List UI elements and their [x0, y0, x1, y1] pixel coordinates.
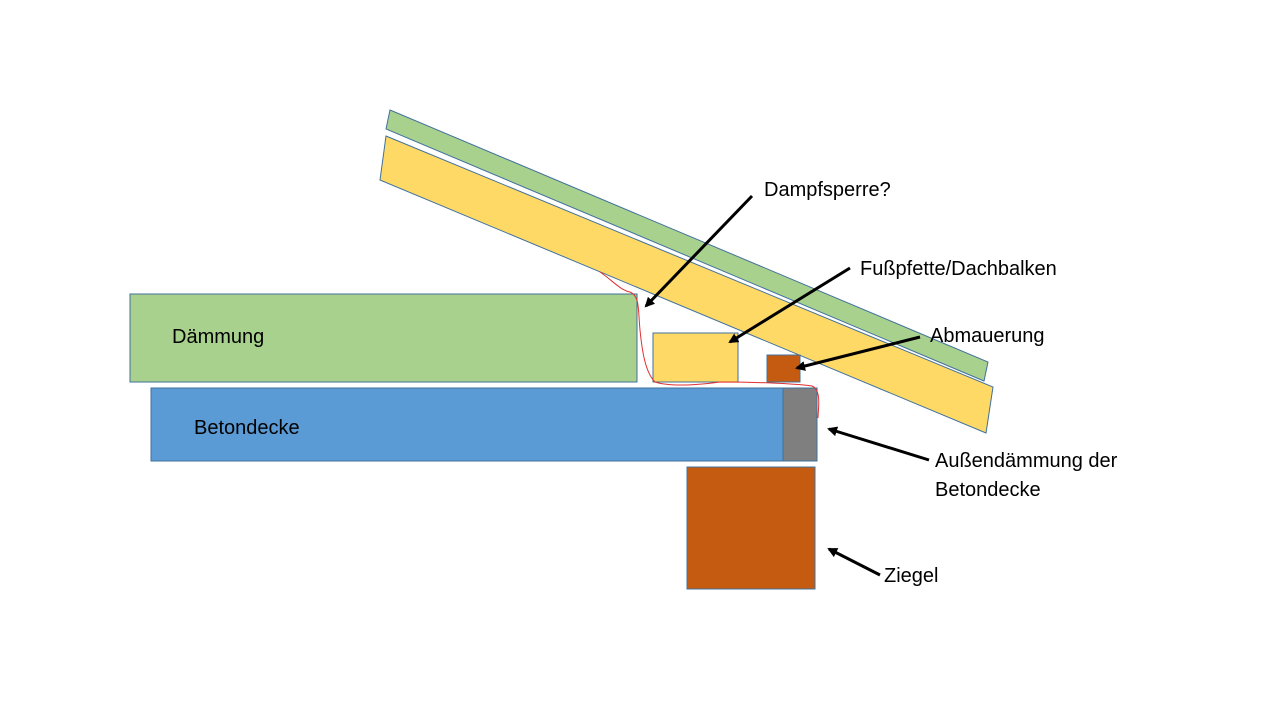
label-fusspfette: Fußpfette/Dachbalken [860, 258, 1057, 280]
label-aussendaemmung-line2: Betondecke [935, 479, 1041, 501]
label-daemmung: Dämmung [172, 326, 264, 348]
label-abmauerung: Abmauerung [930, 325, 1045, 347]
fusspfette-block [652, 332, 739, 383]
arrow-ziegel [827, 547, 881, 577]
label-betondecke: Betondecke [194, 417, 300, 439]
arrow-abmauerung [795, 335, 921, 371]
label-dampfsperre: Dampfsperre? [764, 179, 891, 201]
daemmung-block [129, 293, 638, 383]
abmauerung-block [766, 354, 801, 383]
ziegel-block [686, 466, 816, 590]
arrow-aussendaemmung [827, 426, 930, 462]
betondecke-block [150, 387, 784, 462]
aussendaemmung-block [782, 387, 818, 462]
label-aussendaemmung-line1: Außendämmung der [935, 450, 1118, 472]
arrow-dampfsperre [644, 194, 754, 308]
roof-insulation-green [385, 109, 989, 382]
vapor-barrier-line [599, 271, 820, 419]
arrow-fusspfette [728, 266, 851, 344]
label-ziegel: Ziegel [884, 565, 938, 587]
